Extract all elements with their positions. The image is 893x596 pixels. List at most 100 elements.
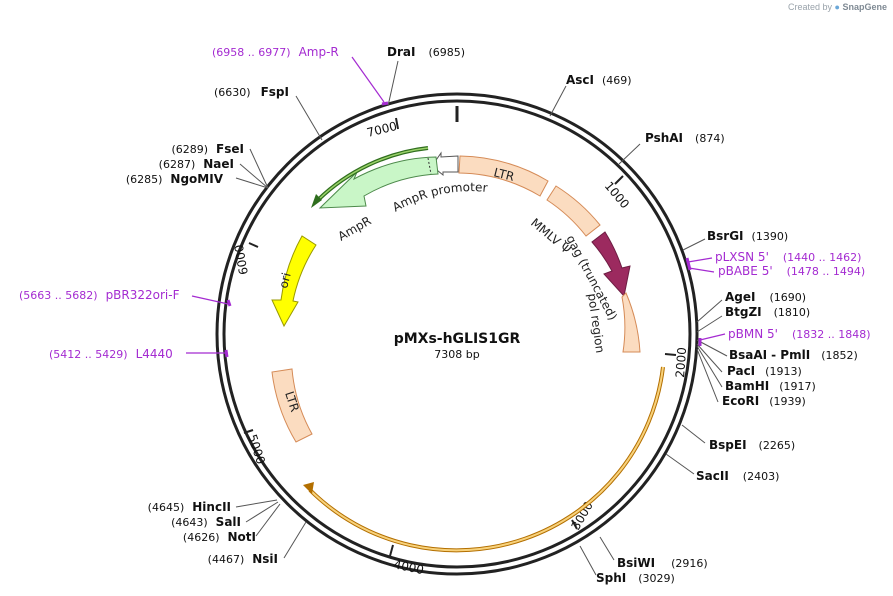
ampr-primer-mark xyxy=(381,101,389,106)
bamhi-leader xyxy=(696,345,723,388)
credit-brand: SnapGene xyxy=(842,2,887,12)
ampr-primer-leader xyxy=(351,56,385,103)
primer-plxsn[interactable]: pLXSN 5'(1440 .. 1462) xyxy=(715,250,861,264)
tick-6000-mark xyxy=(248,242,259,248)
pshai-leader xyxy=(618,143,641,165)
plxsn-leader xyxy=(687,257,713,263)
site-ngomiv[interactable]: (6285)NgoMIV xyxy=(126,172,224,186)
site-noti[interactable]: (4626)NotI xyxy=(183,530,256,544)
tick-1000-mark xyxy=(614,175,624,185)
site-asci[interactable]: AscI(469) xyxy=(566,73,632,87)
tick-2000-mark xyxy=(664,353,677,356)
restriction-site-labels: AscI(469) PshAI(874) BsrGI(1390) AgeI(16… xyxy=(126,45,858,585)
bspei-leader xyxy=(681,424,706,444)
site-drai[interactable]: DraI(6985) xyxy=(387,45,465,59)
naei-leader xyxy=(239,163,269,189)
plasmid-length: 7308 bp xyxy=(434,348,479,361)
ori-label: ori xyxy=(276,271,293,290)
site-bamhi[interactable]: BamHI(1917) xyxy=(725,379,816,393)
tick-1000: 1000 xyxy=(602,179,632,211)
site-fspi[interactable]: (6630)FspI xyxy=(214,85,289,99)
primer-leader-lines xyxy=(186,56,726,358)
ltr-2-feature[interactable] xyxy=(271,368,313,443)
ampr-feature[interactable] xyxy=(318,156,439,209)
tick-5000-mark xyxy=(243,429,254,434)
primer-pbr322ori-f[interactable]: (5663 .. 5682)pBR322ori-F xyxy=(19,288,180,302)
credit-prefix: Created by xyxy=(787,2,833,12)
site-bsaai[interactable]: BsaAI- PmlI(1852) xyxy=(729,348,858,362)
ampr-orf-divider xyxy=(427,157,432,175)
site-sacii[interactable]: SacII(2403) xyxy=(696,469,779,483)
site-hincii[interactable]: (4645)HincII xyxy=(148,500,231,514)
site-agei[interactable]: AgeI(1690) xyxy=(725,290,806,304)
gag-truncated-feature[interactable] xyxy=(591,231,631,298)
fsei-leader xyxy=(249,148,269,189)
ecori-leader xyxy=(696,348,719,403)
agei-leader xyxy=(696,299,723,323)
primer-pbmn[interactable]: pBMN 5'(1832 .. 1848) xyxy=(728,327,871,341)
orf-green-arc-highlight xyxy=(317,147,429,201)
site-paci[interactable]: PacI(1913) xyxy=(727,364,802,378)
site-pshai[interactable]: PshAI(874) xyxy=(645,131,725,145)
orf-orange-arc xyxy=(308,366,665,553)
primer-labels: (6958 .. 6977)Amp-R pLXSN 5'(1440 .. 146… xyxy=(19,45,871,361)
noti-leader xyxy=(255,503,281,537)
site-bsrgi[interactable]: BsrGI(1390) xyxy=(707,229,788,243)
l4440-mark xyxy=(224,349,229,358)
btgzi-leader xyxy=(696,315,723,333)
sali-leader xyxy=(245,501,279,523)
plasmid-name: pMXs-hGLIS1GR xyxy=(394,331,521,347)
tick-7000-mark xyxy=(395,117,399,130)
mmlv-psi-feature[interactable] xyxy=(546,185,601,237)
site-bsiwi[interactable]: BsiWI(2916) xyxy=(617,556,708,570)
site-btgzi[interactable]: BtgZI(1810) xyxy=(725,305,810,319)
backbone-outer-ring xyxy=(215,92,699,576)
sphi-leader xyxy=(579,545,597,576)
tick-7000: 7000 xyxy=(365,119,398,140)
primer-l4440[interactable]: (5412 .. 5429)L4440 xyxy=(49,347,173,361)
pol-region-feature[interactable] xyxy=(621,292,641,353)
bsaai-leader xyxy=(696,339,728,357)
site-ecori[interactable]: EcoRI(1939) xyxy=(722,394,806,408)
tick-4000: 4000 xyxy=(392,557,425,577)
asci-leader xyxy=(549,85,567,117)
tick-3000-mark xyxy=(571,519,578,530)
site-fsei[interactable]: (6289)FseI xyxy=(171,142,244,156)
ltr-1-feature[interactable] xyxy=(458,155,549,197)
ori-feature[interactable] xyxy=(271,235,317,328)
site-sphi[interactable]: SphI(3029) xyxy=(596,571,675,585)
pbabe-leader xyxy=(688,267,715,273)
ngomiv-leader xyxy=(235,177,269,189)
pbmn-leader xyxy=(699,333,726,341)
tick-4000-mark xyxy=(389,544,394,557)
ampr-label: AmpR xyxy=(336,214,374,244)
ampr-promoter-label: AmpR promoter xyxy=(390,180,488,214)
ltr-2-label: LTR xyxy=(282,390,302,414)
primer-pbabe[interactable]: pBABE 5'(1478 .. 1494) xyxy=(718,264,865,278)
fspi-leader xyxy=(295,95,323,141)
plxsn-pbabe-mark xyxy=(685,257,692,271)
orf-green-arrowhead xyxy=(311,194,322,208)
primer-amp-r[interactable]: (6958 .. 6977)Amp-R xyxy=(212,45,339,59)
site-bspei[interactable]: BspEI(2265) xyxy=(709,438,795,452)
mmlv-psi-label: MMLV Ψ xyxy=(528,216,573,257)
sacii-leader xyxy=(665,453,695,475)
bsrgi-leader xyxy=(682,238,706,251)
hincii-leader xyxy=(235,499,278,508)
paci-leader xyxy=(696,343,723,373)
drai-leader xyxy=(387,60,399,107)
site-naei[interactable]: (6287)NaeI xyxy=(159,157,234,171)
bsiwi-leader xyxy=(599,536,615,561)
orf-orange-arc-highlight xyxy=(309,366,664,552)
site-sali[interactable]: (4643)SalI xyxy=(171,515,241,529)
ltr-1-label: LTR xyxy=(492,165,515,184)
tick-2000: 2000 xyxy=(673,347,689,378)
site-nsii[interactable]: (4467)NsiI xyxy=(208,552,278,566)
site-leader-lines xyxy=(235,60,728,576)
backbone-inner-ring xyxy=(222,99,692,569)
tick-5000: 5000 xyxy=(245,433,268,466)
nsii-leader xyxy=(283,521,307,559)
pbr322-leader xyxy=(191,295,229,305)
pbr322-mark xyxy=(226,299,232,307)
